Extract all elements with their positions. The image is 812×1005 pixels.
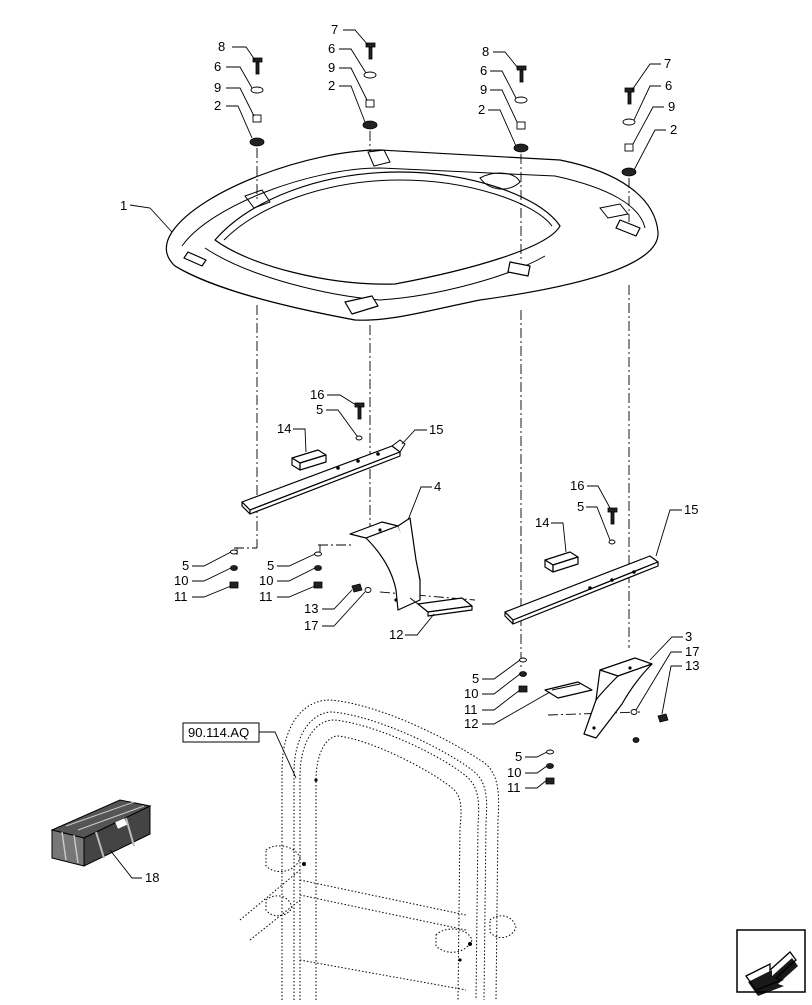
callout-14: 14 bbox=[277, 421, 291, 436]
callout-14: 14 bbox=[535, 515, 549, 530]
callout-7: 7 bbox=[664, 56, 671, 71]
hardware-stack-1 bbox=[249, 57, 265, 200]
callout-11: 11 bbox=[464, 702, 478, 717]
callout-13: 13 bbox=[685, 658, 699, 673]
callout-5: 5 bbox=[577, 499, 584, 514]
callout-18: 18 bbox=[145, 870, 159, 885]
callout-17: 17 bbox=[685, 644, 699, 659]
channel-left bbox=[241, 439, 406, 515]
next-page-arrow-icon[interactable] bbox=[736, 929, 806, 996]
callout-9: 9 bbox=[480, 82, 487, 97]
callout-16: 16 bbox=[310, 387, 324, 402]
callout-3: 3 bbox=[685, 629, 692, 644]
bolt-16-left bbox=[354, 402, 365, 441]
callout-4: 4 bbox=[434, 479, 441, 494]
reference-label[interactable]: 90.114.AQ bbox=[188, 725, 249, 740]
callout-9: 9 bbox=[214, 80, 221, 95]
callout-6: 6 bbox=[214, 59, 221, 74]
cross-reference[interactable]: 90.114.AQ bbox=[182, 722, 297, 779]
callout-11: 11 bbox=[507, 780, 521, 795]
hardware-stack-3 bbox=[513, 65, 529, 262]
channel-right bbox=[504, 555, 659, 625]
callout-5: 5 bbox=[472, 671, 479, 686]
bolt-16-right bbox=[607, 507, 618, 545]
callout-2: 2 bbox=[328, 78, 335, 93]
fastener-stack-right-1 bbox=[518, 657, 528, 693]
hardware-stack-4 bbox=[621, 87, 637, 222]
callout-5: 5 bbox=[182, 558, 189, 573]
callout-10: 10 bbox=[507, 765, 521, 780]
callout-12: 12 bbox=[389, 627, 403, 642]
bracket-4 bbox=[349, 517, 421, 611]
rops-frame bbox=[239, 699, 517, 1001]
fastener-stack-left-1 bbox=[229, 549, 239, 589]
callout-10: 10 bbox=[259, 573, 273, 588]
fastener-stack-right-2 bbox=[545, 749, 555, 785]
callout-2: 2 bbox=[478, 102, 485, 117]
roof-panel bbox=[165, 149, 659, 321]
shim-right bbox=[544, 551, 579, 573]
nut-13-washer-17-left bbox=[351, 583, 372, 593]
bar-12-left bbox=[409, 597, 473, 617]
callout-6: 6 bbox=[665, 78, 672, 93]
hardware-stack-2 bbox=[362, 42, 378, 152]
callout-5: 5 bbox=[515, 749, 522, 764]
callout-13: 13 bbox=[304, 601, 318, 616]
callout-7: 7 bbox=[331, 22, 338, 37]
callout-10: 10 bbox=[174, 573, 188, 588]
callout-16: 16 bbox=[570, 478, 584, 493]
callout-5: 5 bbox=[316, 402, 323, 417]
reference-box[interactable] bbox=[182, 722, 260, 743]
bar-12-right bbox=[544, 681, 593, 699]
callout-15: 15 bbox=[429, 422, 443, 437]
nut-13-washer-17-right bbox=[630, 709, 669, 743]
callout-1: 1 bbox=[120, 198, 127, 213]
callout-5: 5 bbox=[267, 558, 274, 573]
callout-10: 10 bbox=[464, 686, 478, 701]
leader-lines bbox=[129, 29, 683, 789]
callout-8: 8 bbox=[218, 39, 225, 54]
kit-crate-icon bbox=[50, 799, 152, 879]
callout-2: 2 bbox=[670, 122, 677, 137]
callout-11: 11 bbox=[259, 589, 273, 604]
shim-left bbox=[291, 449, 327, 471]
callout-2: 2 bbox=[214, 98, 221, 113]
callout-12: 12 bbox=[464, 716, 478, 731]
callout-6: 6 bbox=[480, 63, 487, 78]
callout-9: 9 bbox=[668, 99, 675, 114]
fastener-stack-left-2 bbox=[313, 551, 323, 589]
callout-11: 11 bbox=[174, 589, 188, 604]
callout-17: 17 bbox=[304, 618, 318, 633]
callout-6: 6 bbox=[328, 41, 335, 56]
bracket-3 bbox=[583, 657, 653, 739]
callout-9: 9 bbox=[328, 60, 335, 75]
callout-15: 15 bbox=[684, 502, 698, 517]
callout-labels: 1 8 6 9 2 7 6 9 2 8 6 9 2 7 6 9 2 16 5 1… bbox=[120, 22, 699, 885]
callout-8: 8 bbox=[482, 44, 489, 59]
